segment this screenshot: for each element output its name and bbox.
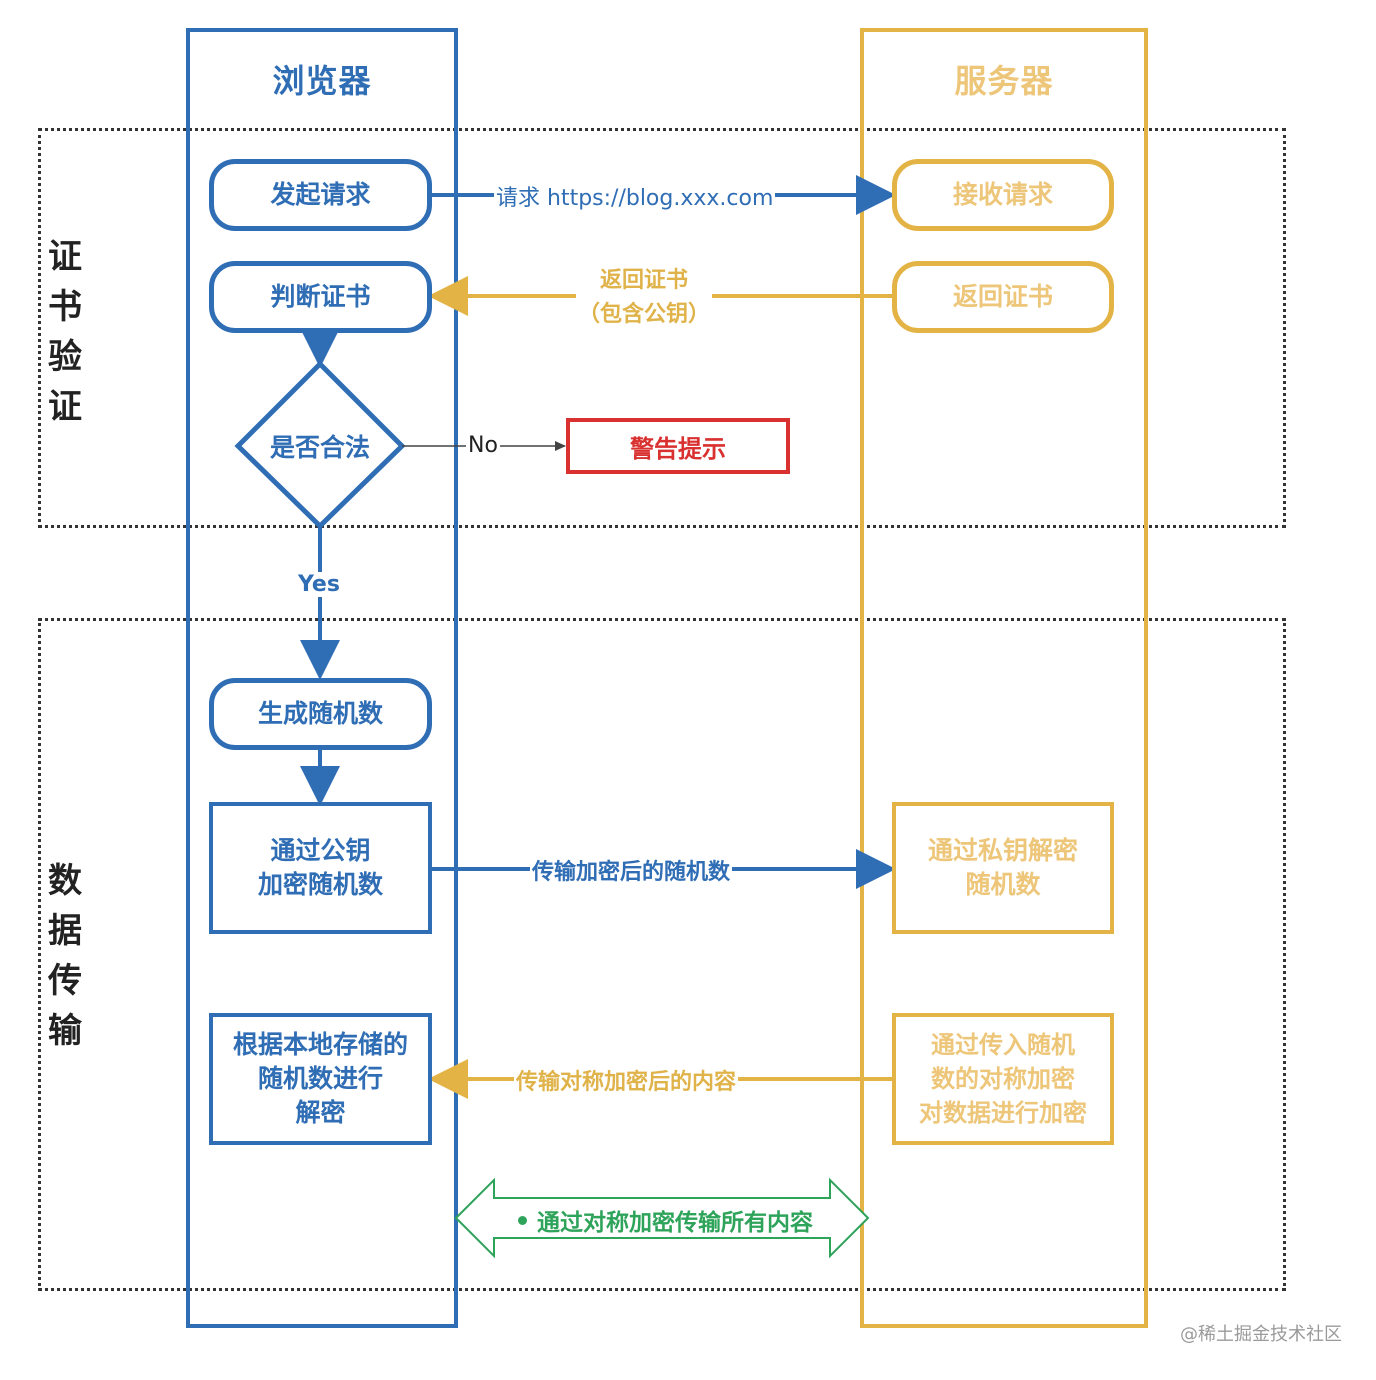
bullet-dot-icon <box>518 1215 527 1225</box>
edge-label-return-cert: 返回证书 （包含公钥） <box>576 264 713 332</box>
section-label-char: 据 <box>48 911 82 951</box>
edge-label-send-encrypted: 传输加密后的随机数 <box>530 854 733 886</box>
edge-label-sym-all-text: 通过对称加密传输所有内容 <box>537 1210 813 1236</box>
node-server-encrypt: 通过传入随机 数的对称加密 对数据进行加密 <box>892 1013 1114 1145</box>
section-label-char: 输 <box>48 1011 82 1051</box>
section-cert-verification <box>38 128 1286 528</box>
node-server-decrypt: 通过私钥解密 随机数 <box>892 802 1114 934</box>
edge-label-no: No <box>466 433 500 458</box>
section-label-char: 数 <box>48 861 82 901</box>
edge-label-request: 请求 https://blog.xxx.com <box>494 180 776 212</box>
node-send-request: 发起请求 <box>209 159 432 231</box>
node-return-cert: 返回证书 <box>892 261 1114 333</box>
server-lane: 服务器 <box>860 28 1148 1328</box>
node-is-valid-label: 是否合法 <box>269 433 370 462</box>
section-label-char: 书 <box>48 287 82 327</box>
node-check-cert: 判断证书 <box>209 261 432 333</box>
double-arrow-shape <box>454 1177 870 1259</box>
node-decrypt-content: 根据本地存储的 随机数进行 解密 <box>209 1013 432 1145</box>
node-receive-request: 接收请求 <box>892 159 1114 231</box>
section-label-char: 传 <box>48 961 82 1001</box>
section-label-cert: 证 书 验 证 <box>40 232 90 432</box>
section-label-char: 验 <box>48 337 82 377</box>
section-label-char: 证 <box>48 237 82 277</box>
section-label-data: 数 据 传 输 <box>40 856 90 1056</box>
edge-label-send-sym: 传输对称加密后的内容 <box>514 1064 739 1096</box>
section-data-transfer <box>38 618 1286 1291</box>
server-lane-title: 服务器 <box>954 62 1054 100</box>
node-gen-random: 生成随机数 <box>209 678 432 750</box>
edge-label-sym-all: 通过对称加密传输所有内容 <box>518 1203 813 1237</box>
edge-label-yes: Yes <box>296 572 342 597</box>
browser-lane: 浏览器 <box>186 28 458 1328</box>
section-label-char: 证 <box>48 387 82 427</box>
browser-lane-title: 浏览器 <box>272 62 372 100</box>
node-encrypt-random: 通过公钥 加密随机数 <box>209 802 432 934</box>
watermark: @稀土掘金技术社区 <box>1180 1324 1342 1345</box>
node-warning: 警告提示 <box>566 418 790 474</box>
